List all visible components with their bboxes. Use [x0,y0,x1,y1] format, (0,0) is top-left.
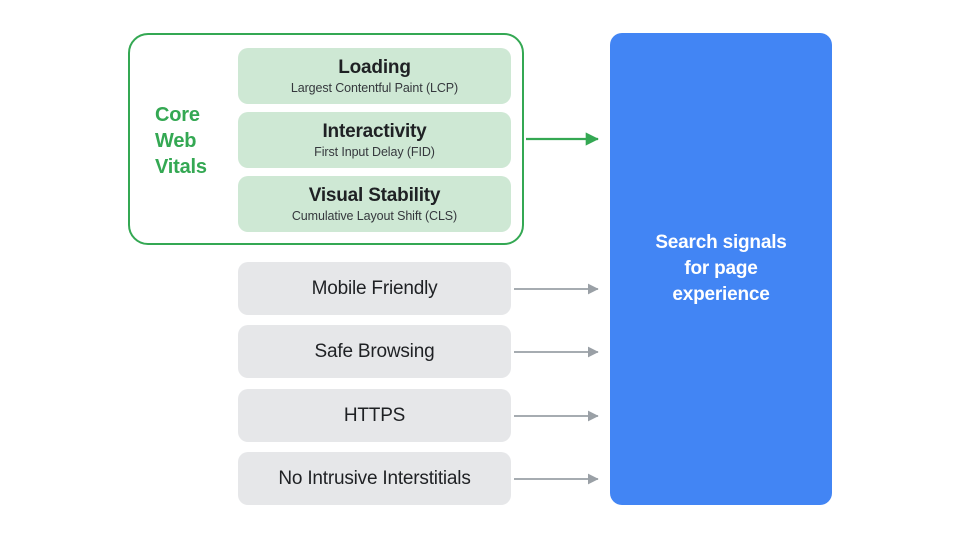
metric-card-interactivity[interactable]: Interactivity First Input Delay (FID) [238,112,511,168]
metric-card-subtitle: First Input Delay (FID) [314,144,435,159]
signal-card-label: Safe Browsing [314,341,435,362]
metric-card-title: Visual Stability [308,184,441,206]
core-web-vitals-group-label: Core [155,104,200,126]
metric-card-subtitle: Largest Contentful Paint (LCP) [290,80,459,95]
metric-card-loading[interactable]: Loading Largest Contentful Paint (LCP) [238,48,511,104]
metric-card-title: Interactivity [322,120,427,142]
signal-card-label: HTTPS [343,405,406,426]
signal-card-https[interactable]: HTTPS [238,389,511,442]
core-web-vitals-group-label-line2: Web [155,130,197,152]
metric-card-subtitle: Cumulative Layout Shift (CLS) [291,208,458,223]
signal-card-no-intrusive-interstitials[interactable]: No Intrusive Interstitials [238,452,511,505]
signal-card-label: Mobile Friendly [311,278,438,299]
signal-card-safe-browsing[interactable]: Safe Browsing [238,325,511,378]
signal-card-label: No Intrusive Interstitials [278,468,471,489]
core-web-vitals-group-label-line3: Vitals [155,156,207,178]
metric-card-visual-stability[interactable]: Visual Stability Cumulative Layout Shift… [238,176,511,232]
signal-card-mobile-friendly[interactable]: Mobile Friendly [238,262,511,315]
metric-card-title: Loading [338,56,411,78]
outcome-panel-text: Search signals for page experience [655,232,787,305]
outcome-panel-search-signals[interactable]: Search signals for page experience [610,33,832,505]
